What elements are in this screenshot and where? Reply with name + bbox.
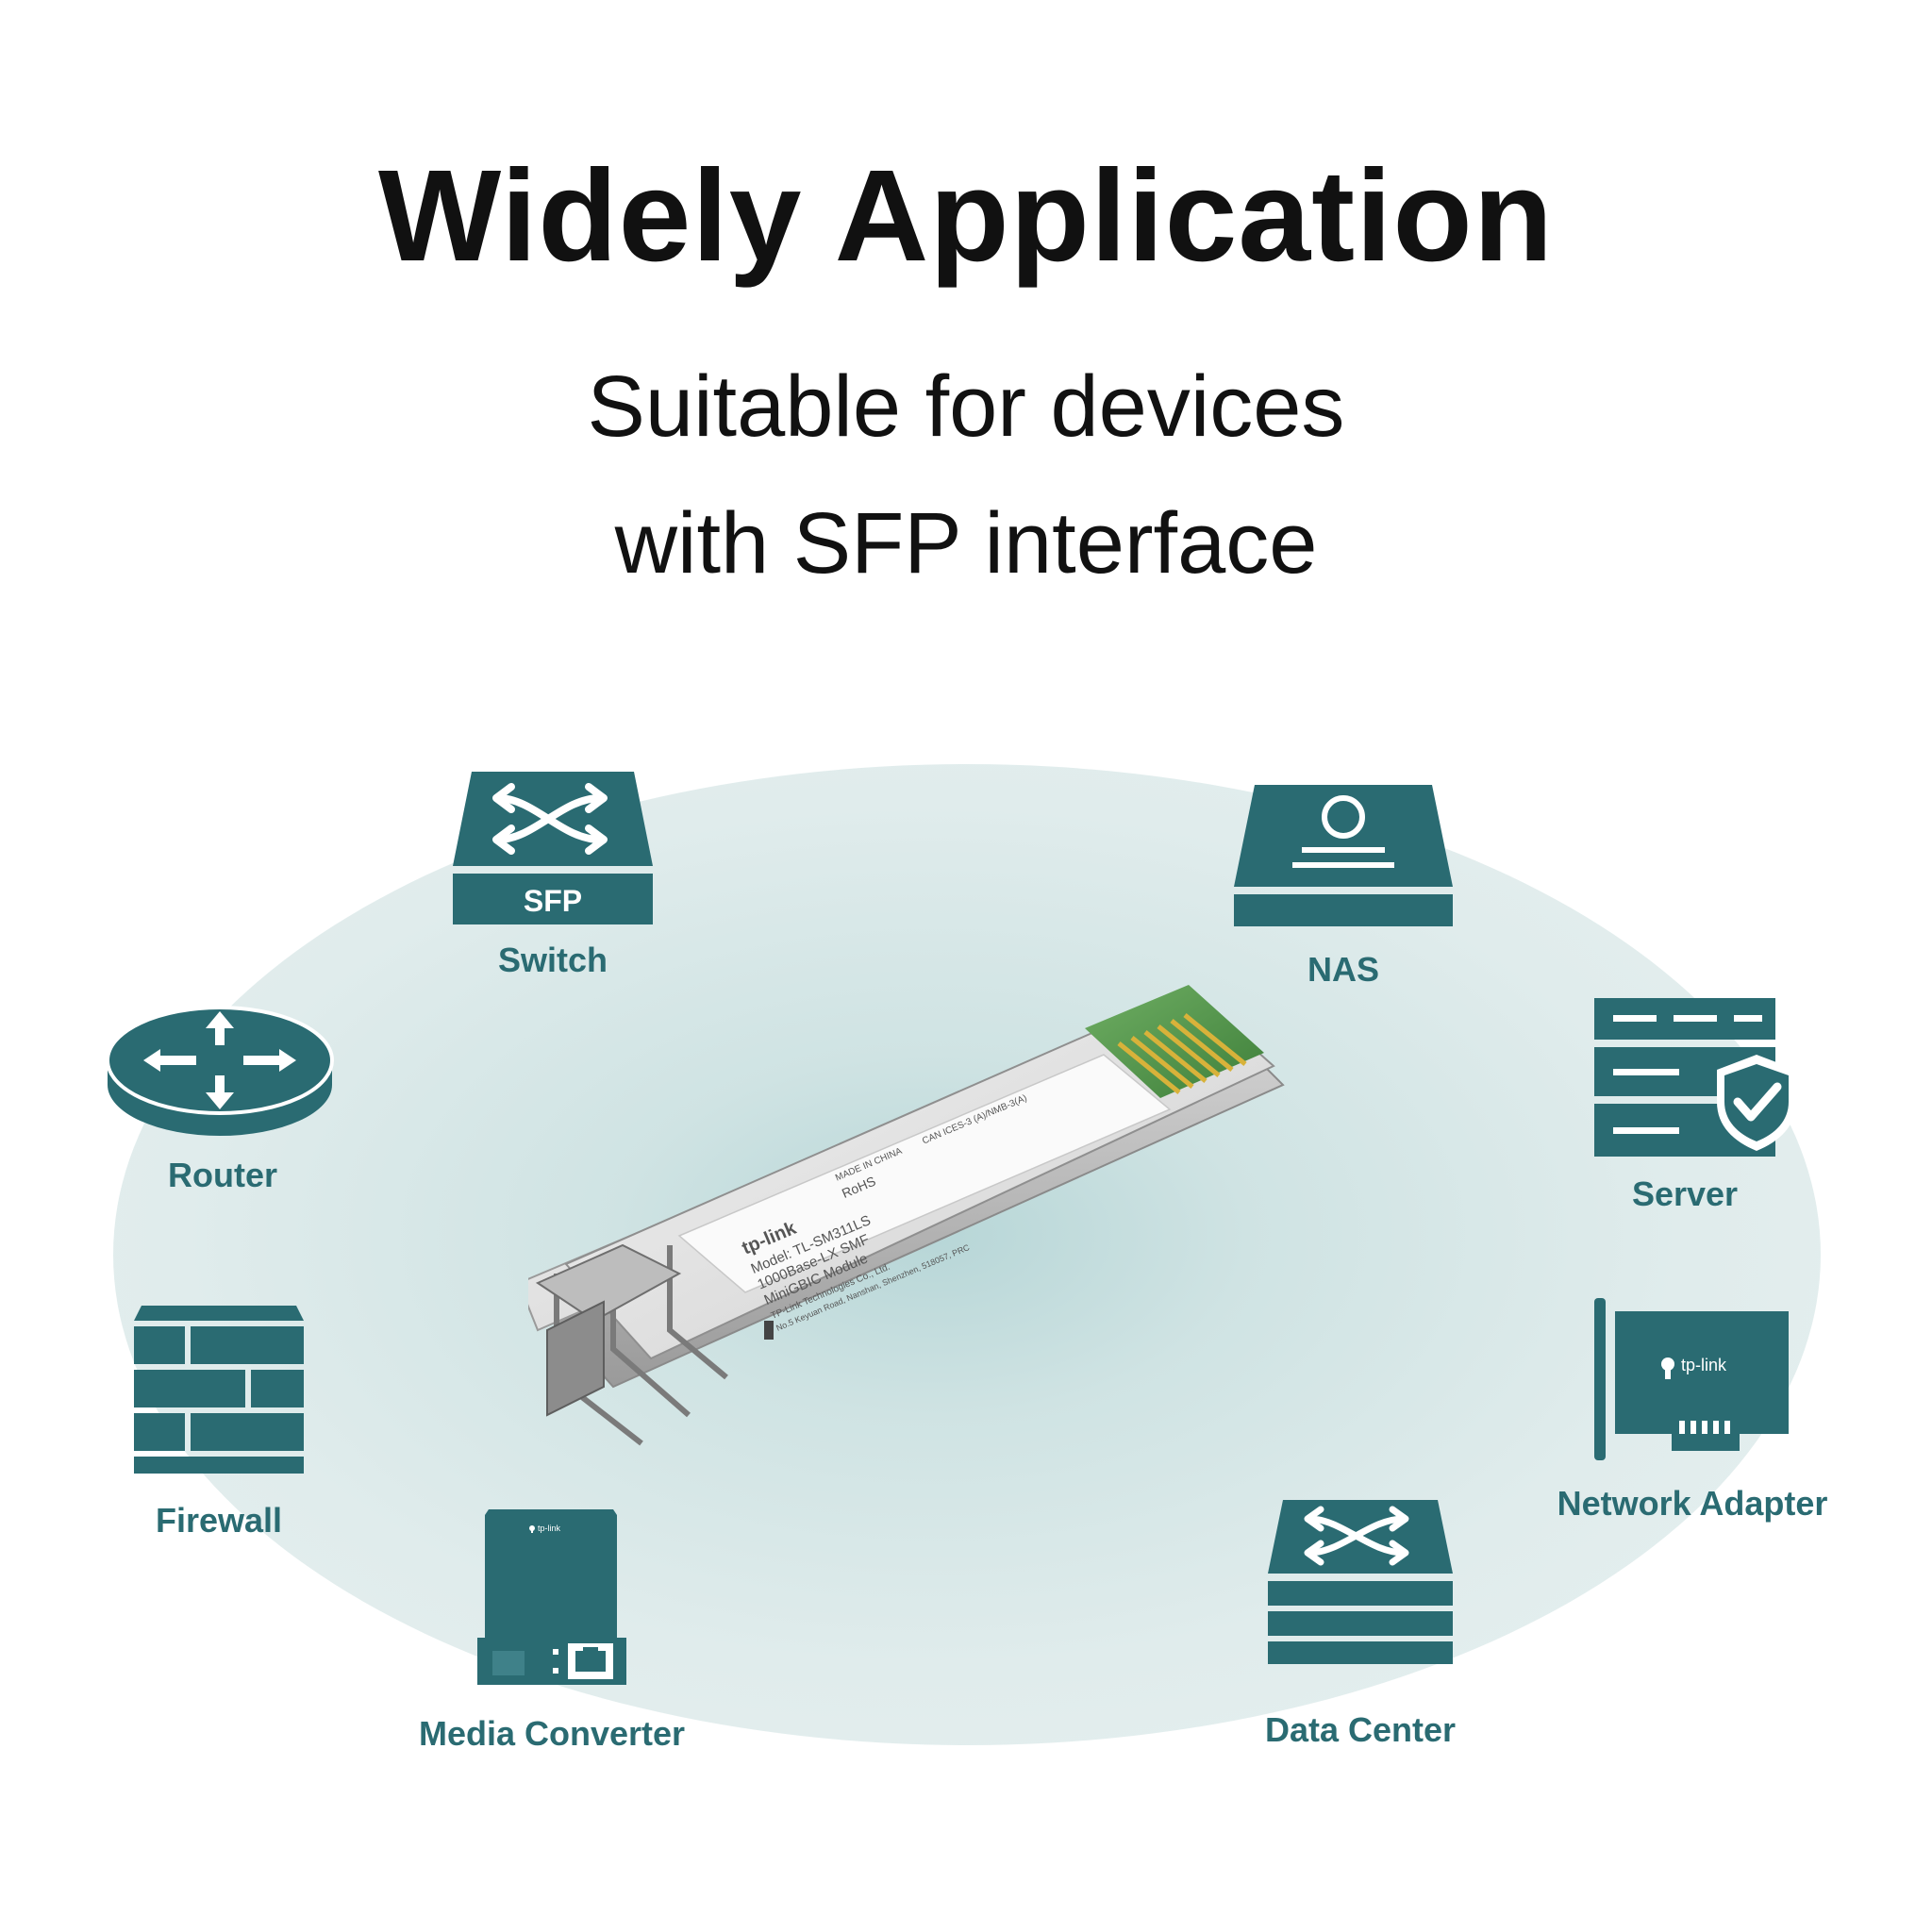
router-icon <box>106 1006 334 1136</box>
subtitle-line-2: with SFP interface <box>614 495 1318 591</box>
server-shield-icon <box>1594 998 1796 1157</box>
adapter-logo-text: tp-link <box>1681 1356 1727 1374</box>
sfp-module-image: tp-link Model: TL-SM311LS 1000Base-LX SM… <box>528 985 1285 1446</box>
data-center-icon <box>1268 1500 1453 1664</box>
converter-logo-text: tp-link <box>538 1524 561 1533</box>
nas-label: NAS <box>1307 950 1379 989</box>
switch-icon: SFP <box>453 772 653 924</box>
sfp-badge-text: SFP <box>524 884 582 918</box>
page-title: Widely Application <box>377 143 1555 289</box>
router-label: Router <box>168 1156 277 1194</box>
subtitle-line-1: Suitable for devices <box>587 358 1345 455</box>
nas-icon <box>1234 785 1453 926</box>
background-ellipse <box>113 764 1821 1745</box>
network-card-icon: tp-link <box>1594 1298 1789 1460</box>
media-converter-label: Media Converter <box>418 1714 686 1753</box>
media-converter-icon: tp-link <box>477 1509 626 1685</box>
network-adapter-label: Network Adapter <box>1557 1484 1828 1523</box>
switch-label: Switch <box>497 941 608 979</box>
data-center-label: Data Center <box>1264 1710 1457 1749</box>
firewall-label: Firewall <box>155 1501 283 1540</box>
firewall-brick-icon <box>134 1306 304 1474</box>
server-label: Server <box>1631 1174 1739 1213</box>
